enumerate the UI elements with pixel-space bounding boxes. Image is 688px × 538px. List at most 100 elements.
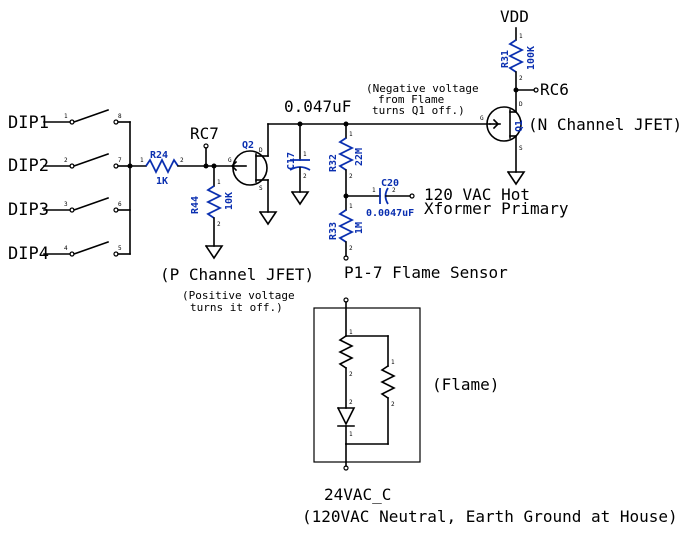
dip3-pin-right: 6	[118, 201, 122, 208]
p-note-line2: turns it off.)	[190, 301, 283, 314]
r44-ground-icon	[204, 244, 224, 260]
ac-label-line2: (120VAC Neutral, Earth Ground at House)	[302, 507, 678, 526]
r31-value: 100K	[526, 46, 537, 70]
flame-pin-a: 1	[349, 329, 353, 336]
c17-value: 0.047uF	[284, 97, 351, 116]
r32-zigzag	[337, 137, 355, 171]
r31-resistor: VDD R31 100K 1 2	[500, 7, 537, 91]
flame-resistor-left	[338, 334, 354, 370]
r31-pin2: 2	[519, 75, 523, 82]
r31-zigzag	[507, 39, 525, 73]
r24-value: 1K	[156, 176, 168, 187]
dip1-blade	[72, 108, 110, 124]
flame-sensor-label: P1-7 Flame Sensor	[344, 263, 508, 282]
dip4-label: DIP4	[8, 244, 49, 264]
flame-diode-icon	[336, 406, 356, 426]
dip1-pin-right: 8	[118, 113, 122, 120]
q2-pin-d: D	[259, 147, 263, 154]
q1-ref: Q1	[514, 120, 525, 132]
c17-pin2: 2	[303, 173, 307, 180]
r24-pin1: 1	[140, 157, 144, 164]
c17-pin1: 1	[303, 151, 307, 158]
q1-ground-icon	[506, 170, 526, 186]
flame-bottom-terminal	[343, 465, 349, 471]
q1-pin-s: S	[519, 145, 523, 152]
r32-pin1: 1	[349, 131, 353, 138]
r33-ref: R33	[328, 222, 339, 240]
rc7-junction	[203, 163, 209, 169]
dip4-pin-left: 4	[64, 245, 68, 252]
n-channel-label: (N Channel JFET)	[528, 115, 682, 134]
r24-pin2: 2	[180, 157, 184, 164]
c20-pin1: 1	[372, 187, 376, 194]
rc7-label: RC7	[190, 124, 219, 143]
dip4-blade	[72, 240, 110, 256]
c20-ref: C20	[381, 178, 399, 189]
ac-label-line1: 24VAC_C	[324, 485, 391, 504]
dip2-pin-left: 2	[64, 157, 68, 164]
r33-pin2: 2	[349, 245, 353, 252]
rc6-label: RC6	[540, 80, 569, 99]
r24-zigzag	[145, 157, 179, 175]
rc7-terminal	[203, 143, 209, 149]
c20-value: 0.0047uF	[366, 208, 414, 219]
r33-terminal	[343, 255, 349, 261]
r33-zigzag	[337, 209, 355, 243]
c20-pin2: 2	[392, 187, 396, 194]
dip3-label: DIP3	[8, 200, 49, 220]
q2-ground-icon	[258, 210, 278, 226]
q2-gate-arrow-icon	[230, 160, 238, 172]
r32-value: 22M	[354, 148, 365, 166]
flame-pin-c: 1	[391, 359, 395, 366]
n-note-line2: from Flame	[378, 93, 444, 106]
q1-body	[486, 106, 522, 142]
q1-jfet: Q1 G D S	[480, 89, 526, 186]
dip2-label: DIP2	[8, 156, 49, 176]
r33-pin1: 1	[349, 203, 353, 210]
q1-pin-g: G	[480, 115, 484, 122]
dip3-pin-left: 3	[64, 201, 68, 208]
dip1-label: DIP1	[8, 113, 49, 133]
flame-resistor-right	[380, 364, 396, 400]
vdd-label: VDD	[500, 7, 529, 26]
c20-capacitor: C20 0.0047uF 1 2	[343, 178, 415, 219]
dip4-pin-right: 5	[118, 245, 122, 252]
r33-resistor: R33 1M 1 2	[328, 203, 365, 261]
hot-label-line2: Xformer Primary	[424, 199, 569, 218]
r44-pin1: 1	[217, 179, 221, 186]
r44-resistor: R44 10K 1 2	[190, 163, 235, 260]
p-channel-label: (P Channel JFET)	[160, 265, 314, 284]
p-note-line1: (Positive voltage	[182, 289, 295, 302]
hot-label-line1: 120 VAC Hot	[424, 185, 530, 204]
c17-capacitor: C17 1 2	[286, 123, 311, 206]
r32-ref: R32	[328, 154, 339, 172]
n-note-line1: (Negative voltage	[366, 82, 479, 95]
c17-plate-bottom	[289, 166, 311, 171]
flame-pin-b: 2	[349, 371, 353, 378]
r44-pin2: 2	[217, 221, 221, 228]
flame-label: (Flame)	[432, 375, 499, 394]
r44-zigzag	[205, 185, 223, 219]
q1-gate-arrow-icon	[492, 118, 500, 130]
c17-ground-icon	[290, 190, 310, 206]
dip-switch-bank: DIP1 1 8 DIP2 2 7 DIP3 3 6 DIP4 4 5	[8, 108, 147, 264]
q2-pin-g: G	[228, 157, 232, 164]
flame-pin-e: 2	[349, 399, 353, 406]
dip1-pin-left: 1	[64, 113, 68, 120]
q1-pin-d: D	[519, 101, 523, 108]
r31-pin1: 1	[519, 33, 523, 40]
dip2-pin-right: 7	[118, 157, 122, 164]
flame-box	[313, 307, 421, 463]
r33-value: 1M	[354, 222, 365, 234]
r24-ref: R24	[150, 150, 168, 161]
r44-value: 10K	[224, 192, 235, 210]
flame-pin-d: 2	[391, 401, 395, 408]
flame-pin-f: 1	[349, 431, 353, 438]
r32-pin2: 2	[349, 173, 353, 180]
q2-ref: Q2	[242, 140, 254, 151]
rc6-terminal	[533, 87, 539, 93]
c20-terminal	[409, 193, 415, 199]
r44-ref: R44	[190, 196, 201, 214]
n-note-line3: turns Q1 off.)	[372, 104, 465, 117]
